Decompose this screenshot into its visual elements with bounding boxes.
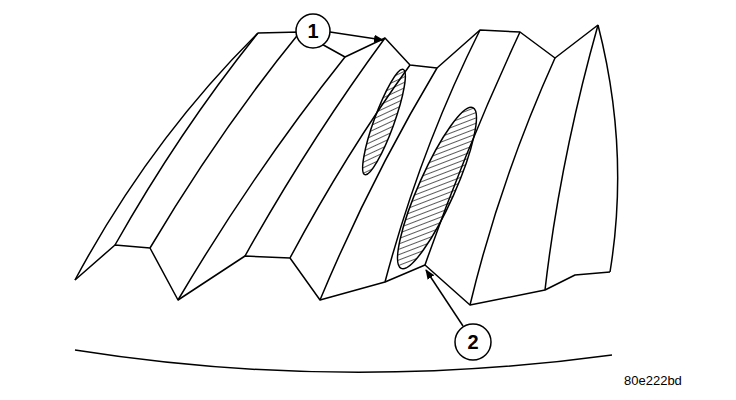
callout-number: 1	[307, 21, 318, 41]
tooth-edge	[178, 57, 345, 300]
contact-pattern	[355, 66, 412, 178]
figure-code: 80e222bd	[624, 374, 682, 387]
gear-outline	[75, 33, 258, 280]
callout-number: 2	[467, 332, 478, 352]
contact-pattern	[385, 100, 489, 275]
gear-outline	[598, 25, 618, 272]
gear-rim	[75, 350, 612, 372]
tooth-edge	[545, 25, 598, 290]
tooth-root-profile	[75, 245, 610, 305]
leader-line	[426, 270, 463, 326]
tooth-edge	[470, 58, 555, 305]
leader-line	[330, 32, 383, 40]
callout-circle	[296, 14, 330, 48]
tooth-edge	[150, 32, 300, 248]
callout-circle	[455, 324, 491, 360]
tooth-edge	[245, 38, 385, 256]
tooth-edge	[115, 33, 258, 245]
